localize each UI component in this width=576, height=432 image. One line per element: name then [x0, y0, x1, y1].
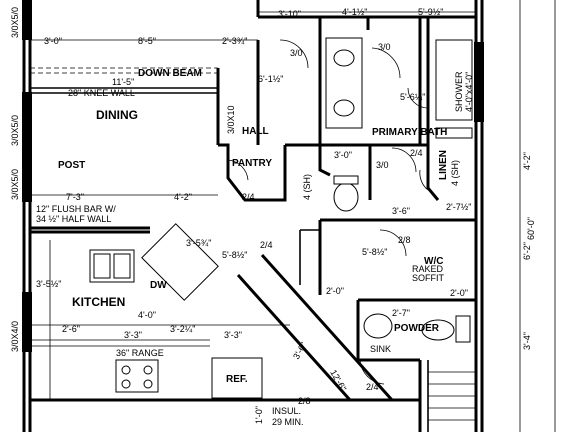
- note-insul: INSUL.: [272, 406, 301, 416]
- left-windows: [22, 0, 32, 352]
- dim-2-6: 2'-6": [62, 324, 80, 334]
- dim-5-8h: 5'-8½": [222, 250, 247, 260]
- dim-4-1h: 4'-1½": [342, 7, 367, 17]
- room-linen: LINEN: [438, 150, 449, 180]
- window-tag-2: 3/0X5/0: [10, 115, 20, 146]
- note-shower: SHOWER: [454, 71, 464, 112]
- stairs: [428, 371, 476, 421]
- room-kitchen: KITCHEN: [72, 295, 125, 309]
- door-3-0-primary: 3/0: [378, 42, 391, 52]
- door-2-8-wc: 2/8: [398, 235, 411, 245]
- dim-2-7h: 2'-7½": [446, 202, 471, 212]
- window-tag-3: 3/0X5/0: [10, 169, 20, 200]
- dim-2-0: 2'-0": [326, 286, 344, 296]
- dim-5-8h-wc: 5'-8½": [362, 247, 387, 257]
- door-3-0-bath: 3/0: [290, 48, 303, 58]
- room-ref: REF.: [226, 374, 248, 385]
- room-linen-shelves: 4 (SH): [450, 160, 460, 186]
- dim-4-0: 4'-0": [138, 310, 156, 320]
- dim-3-5q: 3'-5¾": [186, 238, 211, 248]
- note-raked-2: SOFFIT: [412, 273, 444, 283]
- door-2-4-pantry: 2/4: [242, 192, 255, 202]
- dim-3-3b: 3'-3": [224, 330, 242, 340]
- dim-3-5h: 3'-5½": [36, 279, 61, 289]
- right-window: [474, 42, 484, 122]
- dim-2-7: 2'-7": [392, 308, 410, 318]
- door-3-0-wc: 3/0: [376, 160, 389, 170]
- room-powder: POWDER: [394, 323, 440, 334]
- dim-3-3: 3'-3": [124, 330, 142, 340]
- room-primary-bath: PRIMARY BATH: [372, 127, 447, 138]
- dim-3-0-mid: 3'-0": [334, 150, 352, 160]
- room-pantry: PANTRY: [232, 158, 272, 169]
- note-down-beam: DOWN BEAM: [138, 68, 202, 79]
- door-swings: [227, 39, 429, 385]
- room-hall: HALL: [242, 126, 269, 137]
- dim-4-2-right: 4'-2": [522, 152, 532, 170]
- note-sink: SINK: [370, 344, 391, 354]
- dim-3-10: 3'-10": [278, 9, 301, 19]
- dimension-lines: [30, 0, 556, 432]
- note-flush-bar: 12" FLUSH BAR W/: [36, 204, 116, 214]
- dim-5-6q: 5'-6¼": [400, 92, 425, 102]
- dim-11-5: 11'-5": [112, 77, 134, 87]
- window-tag-1: 3/0X5/0: [10, 7, 20, 38]
- door-2-4-primary: 2/4: [410, 148, 423, 158]
- note-post: POST: [58, 160, 85, 171]
- dim-4-2: 4'-2": [174, 192, 192, 202]
- door-2-8-bottom: 2/8: [298, 396, 311, 406]
- note-raked-1: RAKED: [412, 264, 444, 274]
- dim-2-0-lower: 2'-0": [450, 288, 468, 298]
- dim-3-6-lower: 3'-6": [392, 206, 410, 216]
- dim-1-0: 1'-0": [254, 406, 264, 424]
- note-min: 29 MIN.: [272, 417, 304, 427]
- dim-2-3q: 2'-3¾": [222, 36, 247, 46]
- fixtures: [30, 37, 473, 400]
- dim-5-9h: 5'-9½": [418, 7, 443, 17]
- dim-overall: 60'-0": [526, 217, 536, 240]
- door-3-0-hall-v: 3/0X10: [226, 105, 236, 134]
- note-dw: DW: [150, 280, 167, 291]
- dim-7-3: 7'-3": [66, 192, 84, 202]
- dim-6-2: 6'-2": [522, 242, 532, 260]
- note-knee-wall: 28" KNEE WALL: [68, 88, 135, 98]
- note-shelves: 4 (SH): [302, 174, 312, 200]
- note-half-wall: 34 ½" HALF WALL: [36, 214, 111, 224]
- dim-3-4: 3'-4": [522, 332, 532, 350]
- note-range: 36" RANGE: [116, 348, 164, 358]
- door-2-4-powder: 2/4: [366, 382, 379, 392]
- dim-3-0-top: 3'-0": [44, 36, 62, 46]
- room-wic: W/C: [424, 256, 443, 267]
- room-dining: DINING: [96, 108, 138, 122]
- interior-walls: [30, 0, 476, 432]
- note-shower-dim: 4'-0"x4'-0": [464, 72, 474, 112]
- dim-6-1h: 6'-1½": [258, 74, 283, 84]
- door-2-4-coat: 2/4: [260, 240, 273, 250]
- dim-8-5: 8'-5": [138, 36, 156, 46]
- dim-3-2q: 3'-2¼": [170, 324, 195, 334]
- window-tag-4: 3/0X4/0: [10, 321, 20, 352]
